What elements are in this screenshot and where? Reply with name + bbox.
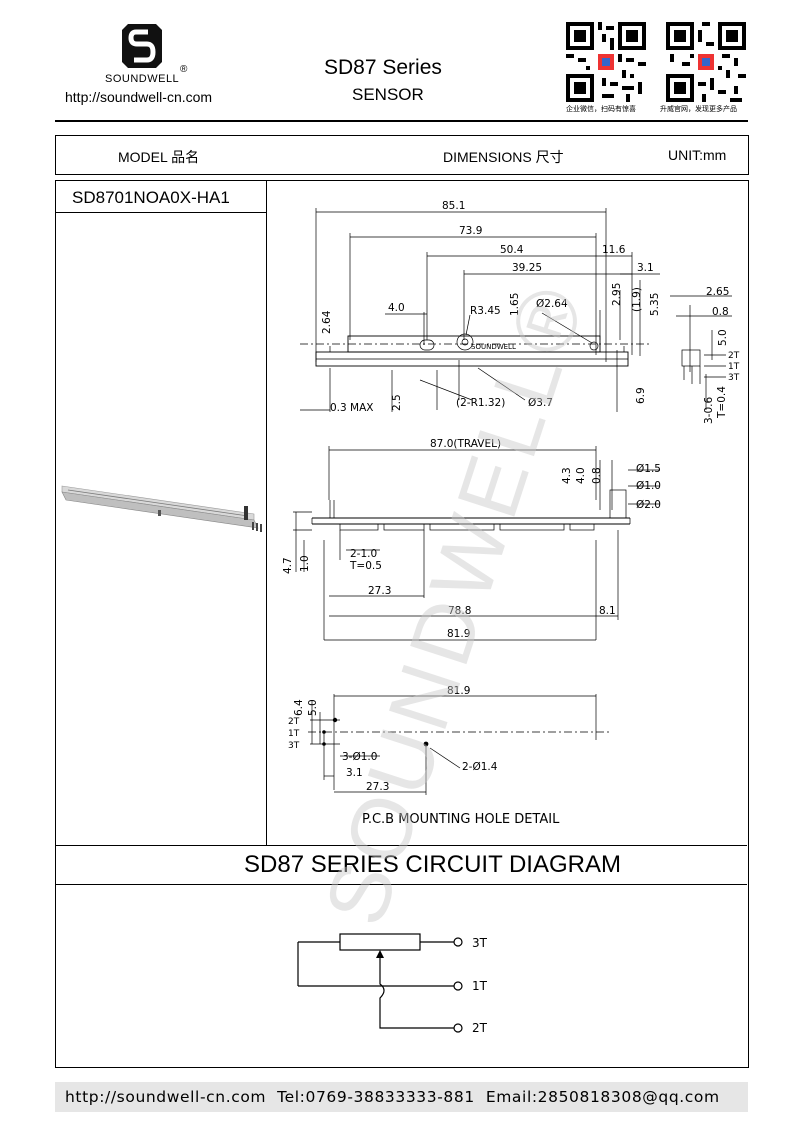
model-name: SD8701NOA0X-HA1 [72,188,230,207]
dim-label: 6.4 [293,699,305,716]
series-title: SD87 Series [324,56,442,79]
footer-contact: http://soundwell-cn.com Tel:0769-3883333… [65,1088,720,1106]
dim-label: 11.6 [602,244,626,256]
resistor-symbol [339,933,421,951]
dim-label: 5.0 [717,329,729,346]
dim-label: T=0.5 [349,560,382,572]
qr-code-icon [566,22,646,102]
dim-label: 39.25 [512,262,542,274]
soundwell-logo-icon [122,24,162,68]
dim-label: 5.35 [649,293,661,316]
dim-label: 3.1 [346,767,363,779]
qr-code-icon [666,22,746,102]
dimension-drawing: SOUNDWELL 85.1 73.9 50.4 11.6 39.25 3.1 … [282,200,740,827]
terminal-label: 2T [728,351,740,361]
dim-label: 2-Ø1.4 [462,761,498,773]
terminal-3t [453,937,463,947]
dim-label: 3.1 [637,262,654,274]
dim-label: 4.0 [388,302,405,314]
dim-label: 2.64 [321,310,333,334]
dim-label: 1.0 [299,555,311,572]
dim-label: 0.3 MAX [330,402,373,414]
slider-brand-label: SOUNDWELL [471,343,516,351]
dim-label: 87.0(TRAVEL) [430,438,501,450]
qr-code-wechat[interactable] [566,22,646,102]
dim-label: 3-Ø1.0 [342,751,377,763]
terminal-2t [453,1023,463,1033]
terminal-label: 2T [288,717,300,727]
qr-caption-wechat: 企业微信，扫码有惊喜 [566,106,636,113]
table-header-row [55,135,749,175]
fader-product-image [61,485,262,532]
main-frame [55,180,749,1068]
model-label: MODEL 品名 [118,149,200,165]
circuit-diagram: 3T 1T 2T [297,933,488,1035]
dim-label: (2-R1.32) [456,397,505,409]
dim-label: 2.95 [611,283,623,306]
dimensions-label: DIMENSIONS 尺寸 [443,149,564,165]
qr-caption-website: 升威官网，发现更多产品 [660,106,737,113]
dim-label: Ø1.5 [636,463,661,475]
dim-label: 4.0 [575,467,587,484]
dim-label: Ø3.7 [528,397,553,409]
pcb-detail-caption: P.C.B MOUNTING HOLE DETAIL [362,812,560,827]
dim-label: 3-0.6 [703,397,715,424]
unit-label: UNIT:mm [668,147,727,163]
footer-bar: http://soundwell-cn.com Tel:0769-3883333… [55,1082,748,1112]
terminal-label: 2T [472,1021,488,1035]
terminal-1t [453,981,463,991]
dim-label: R3.45 [470,305,501,317]
terminal-label: 1T [728,362,740,372]
header-divider [55,120,748,122]
registered-mark: ® [180,64,188,75]
dim-label: 4.3 [561,467,573,484]
qr-code-website[interactable] [666,22,746,102]
dim-label: 1.65 [509,293,521,316]
product-photo [58,470,264,550]
dim-label: 50.4 [500,244,524,256]
dim-label: 81.9 [447,628,470,640]
company-website[interactable]: http://soundwell-cn.com [65,89,213,105]
dim-label: 27.3 [368,585,391,597]
circuit-title-bottom-rule [56,884,747,885]
dim-label: 85.1 [442,200,465,212]
dim-label: 73.9 [459,225,482,237]
series-subtitle: SENSOR [352,85,424,104]
company-logo [120,22,164,70]
dim-label: 27.3 [366,781,389,793]
model-column-divider [266,181,267,845]
dim-label: 5.0 [307,699,319,716]
dim-label: 81.9 [447,685,470,697]
dim-label: 8.1 [599,605,616,617]
dim-label: Ø2.0 [636,499,661,511]
model-name-underline [56,212,266,213]
terminal-label: 1T [472,979,488,993]
terminal-label: 3T [728,373,740,383]
dim-label: 2.65 [706,286,729,298]
dim-label: (1.9) [631,287,643,312]
dim-label: 4.7 [282,557,294,574]
dim-label: 0.8 [712,306,729,318]
circuit-diagram-title: SD87 SERIES CIRCUIT DIAGRAM [244,851,621,878]
dim-label: 0.8 [591,467,603,484]
circuit-section-top-rule [56,845,747,846]
terminal-label: 1T [288,729,300,739]
terminal-label: 3T [288,741,300,751]
dim-label: Ø2.64 [536,298,568,310]
dim-label: Ø1.0 [636,480,661,492]
dim-label: T=0.4 [716,386,728,419]
dim-label: 2-1.0 [350,548,377,560]
dim-label: 6.9 [635,387,647,404]
brand-name: SOUNDWELL [105,73,180,85]
dim-label: 78.8 [448,605,471,617]
wiper-arrow-icon [376,950,384,958]
dim-label: 2.5 [391,394,403,411]
terminal-label: 3T [472,936,488,950]
